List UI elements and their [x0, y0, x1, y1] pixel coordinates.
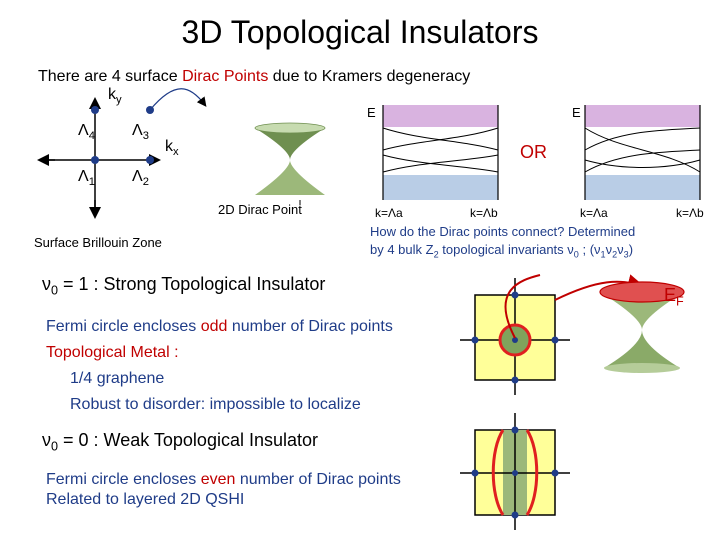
- tick-label: k=Λb: [676, 206, 704, 220]
- strong-ti-line-1: Fermi circle encloses odd number of Dira…: [46, 318, 393, 335]
- intro-before: There are 4 surface: [38, 68, 183, 85]
- lambda-4-label: Λ4: [78, 122, 95, 143]
- dirac-point-dot: [91, 156, 99, 164]
- pointer-arrow: [149, 88, 207, 111]
- lambda-1-label: Λ1: [78, 168, 95, 189]
- lambda-2-label: Λ2: [132, 168, 149, 189]
- strong-ti-heading: ν0 = 1 : Strong Topological Insulator: [42, 274, 326, 298]
- kx-label: kx: [165, 138, 179, 159]
- or-label: OR: [520, 142, 547, 162]
- brillouin-zone-caption: Surface Brillouin Zone: [34, 235, 162, 250]
- tick-label: k=Λb: [470, 206, 498, 220]
- dirac-cone-diagram: [254, 122, 326, 205]
- dirac-cone-fermi-diagram: [599, 281, 685, 373]
- dirac-point-dot: [146, 156, 154, 164]
- weak-ti-zone-diagram: [460, 413, 570, 530]
- energy-label-right: E: [572, 105, 581, 120]
- spectrum-panel-right: [584, 105, 701, 200]
- energy-label-left: E: [367, 105, 376, 120]
- weak-ti-heading: ν0 = 0 : Weak Topological Insulator: [42, 430, 319, 454]
- strong-ti-line-2: Topological Metal :: [46, 344, 179, 361]
- fermi-level-label: EF: [664, 285, 684, 309]
- lambda-3-label: Λ3: [132, 122, 149, 143]
- dirac-point-dot: [91, 106, 99, 114]
- strong-ti-line-4: Robust to disorder: impossible to locali…: [70, 396, 361, 413]
- strong-ti-line-3: 1/4 graphene: [70, 370, 165, 387]
- fermi-line: [525, 429, 539, 516]
- page-title: 3D Topological Insulators: [181, 14, 539, 50]
- weak-ti-line-1: Fermi circle encloses even number of Dir…: [46, 471, 401, 488]
- ky-label: ky: [108, 86, 122, 107]
- question-line-2: by 4 bulk Z2 topological invariants ν0 ;…: [370, 242, 634, 260]
- fermi-line: [491, 429, 505, 516]
- intro-after: due to Kramers degeneracy: [268, 68, 471, 85]
- intro-highlight: Dirac Points: [182, 68, 269, 85]
- brillouin-zone-diagram: [37, 88, 207, 219]
- intro-text: There are 4 surface Dirac Points due to …: [38, 68, 470, 86]
- fermi-level-disc: [599, 281, 685, 303]
- strong-ti-zone-diagram: [460, 274, 644, 395]
- weak-ti-line-2: Related to layered 2D QSHI: [46, 491, 245, 508]
- dirac-point-caption: 2D Dirac Point: [218, 202, 302, 217]
- tick-label: k=Λa: [375, 206, 403, 220]
- spectrum-panel-left: [382, 105, 499, 200]
- question-line-1: How do the Dirac points connect? Determi…: [370, 224, 636, 239]
- tick-label: k=Λa: [580, 206, 608, 220]
